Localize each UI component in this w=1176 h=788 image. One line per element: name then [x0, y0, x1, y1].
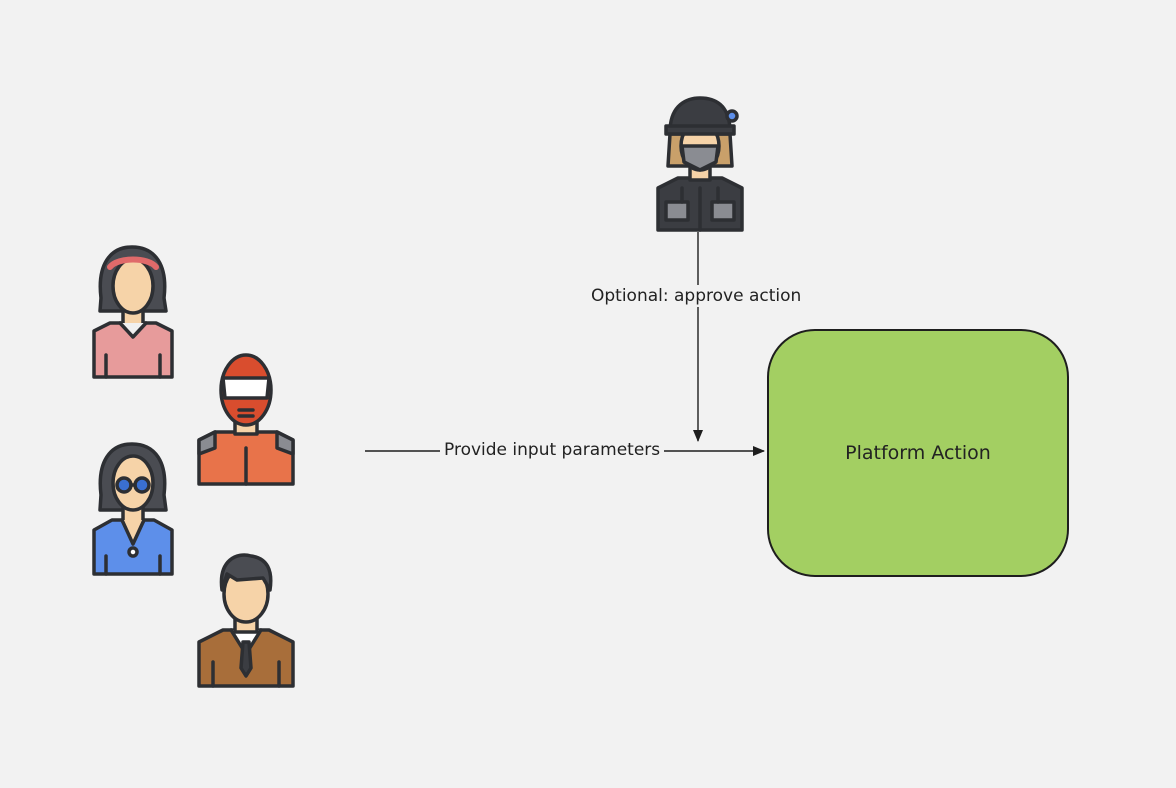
- worker-helmet-icon: [656, 96, 744, 232]
- racer-helmet-icon: [197, 353, 295, 486]
- woman-glasses-icon: [92, 442, 174, 576]
- platform-action-node[interactable]: Platform Action: [767, 329, 1069, 577]
- approval-arrow-label: Optional: approve action: [587, 285, 806, 307]
- businessman-icon: [197, 553, 295, 688]
- input-arrow-label: Provide input parameters: [440, 439, 665, 461]
- platform-action-label: Platform Action: [845, 442, 991, 464]
- woman-headband-icon: [92, 245, 174, 379]
